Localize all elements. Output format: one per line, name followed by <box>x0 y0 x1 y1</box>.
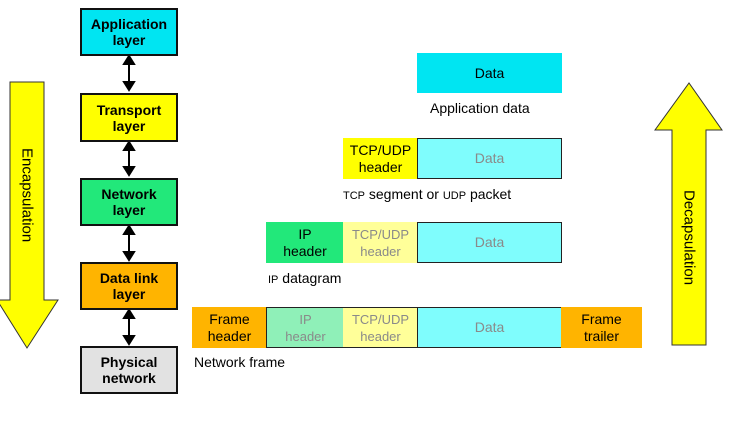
encapsulation-arrow <box>0 81 59 349</box>
frame-trailer-cell: Frame trailer <box>561 307 642 348</box>
ip-tcp-header-cell: TCP/UDP header <box>343 222 418 263</box>
layer-application: Application layer <box>80 8 178 56</box>
tcp-header-cell: TCP/UDP header <box>343 138 418 179</box>
layer-connectors <box>122 54 136 346</box>
tcp-caption: TCP segment or UDP packet <box>343 186 512 202</box>
ip-data-cell: Data <box>417 222 562 263</box>
layer-network: Network layer <box>80 178 178 226</box>
app-data-block: Data <box>417 53 562 93</box>
ip-caption: IP datagram <box>268 270 342 286</box>
frame-tcp-header-cell: TCP/UDP header <box>343 307 418 348</box>
frame-caption: Network frame <box>194 354 286 370</box>
layer-physical: Physical network <box>80 346 178 394</box>
frame-ip-header-cell: IP header <box>266 307 344 348</box>
frame-data-cell: Data <box>417 307 562 348</box>
layer-datalink: Data link layer <box>80 262 178 310</box>
decapsulation-label: Decapsulation <box>680 189 698 286</box>
tcp-data-cell: Data <box>417 138 562 179</box>
encapsulation-label: Encapsulation <box>18 147 36 243</box>
ip-header-cell: IP header <box>266 222 344 263</box>
layer-transport: Transport layer <box>80 93 178 142</box>
frame-header-cell: Frame header <box>192 307 267 348</box>
app-data-caption: Application data <box>430 100 530 116</box>
decapsulation-arrow <box>654 82 723 346</box>
